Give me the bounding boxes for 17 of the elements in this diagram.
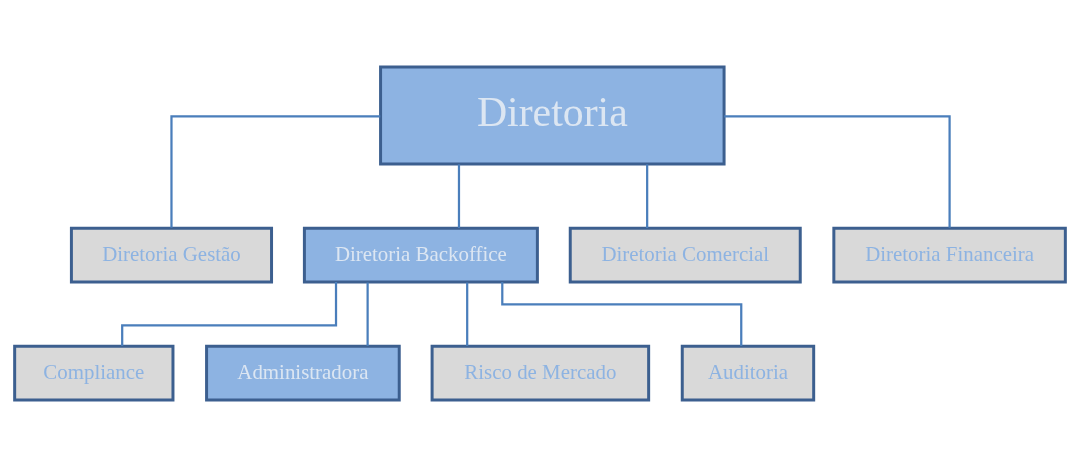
connector	[501, 281, 743, 346]
node-box: Diretoria Backoffice	[302, 226, 539, 284]
node-box: Diretoria Gestão	[69, 226, 274, 284]
node-box: Administradora	[205, 344, 401, 402]
node-box: Diretoria Financeira	[832, 226, 1067, 284]
connector	[366, 282, 369, 346]
node-box: Compliance	[13, 344, 175, 402]
node-box: Risco de Mercado	[430, 344, 651, 402]
node-box: Diretoria Comercial	[568, 226, 802, 284]
node-box: Auditoria	[680, 344, 816, 402]
connector	[170, 114, 381, 228]
connector	[121, 281, 338, 346]
connector	[646, 163, 649, 228]
connector	[466, 282, 469, 346]
connector	[457, 163, 461, 228]
connector	[724, 114, 951, 228]
node-box: Diretoria	[379, 64, 726, 166]
